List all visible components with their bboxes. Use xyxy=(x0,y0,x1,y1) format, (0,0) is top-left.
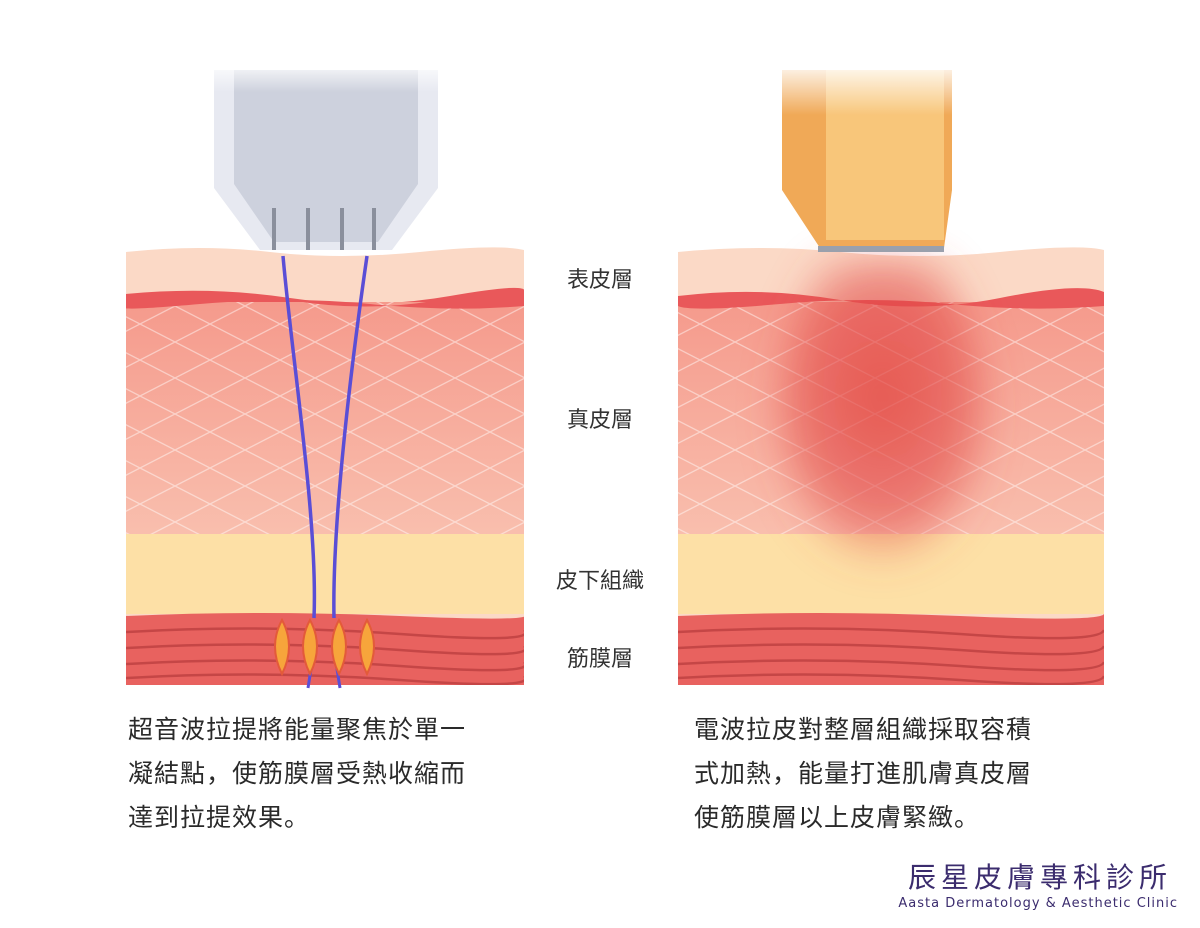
fascia-layer xyxy=(678,613,1104,685)
caption-line: 達到拉提效果。 xyxy=(128,803,311,832)
caption-line: 超音波拉提將能量聚焦於單一 xyxy=(128,715,467,744)
radiofrequency-device xyxy=(776,60,960,252)
label-dermis: 真皮層 xyxy=(566,408,633,433)
caption-line: 式加熱，能量打進肌膚真皮層 xyxy=(694,759,1033,788)
fascia-stripe xyxy=(126,627,524,640)
dermis-top-wave xyxy=(126,288,524,309)
skin-panel-right xyxy=(678,247,1104,685)
fascia-stripe xyxy=(678,643,1104,656)
fascia-stripe xyxy=(126,643,524,656)
label-fascia: 筋膜層 xyxy=(566,647,633,672)
dermis-crosshatch xyxy=(126,302,524,538)
ultrasound-beam xyxy=(332,255,369,619)
ultrasound-beam xyxy=(281,255,317,619)
fascia-stripe xyxy=(678,673,1104,685)
fascia-stripe xyxy=(126,673,524,685)
focal-point xyxy=(359,617,375,677)
fascia-stripe xyxy=(678,627,1104,640)
caption-left: 超音波拉提將能量聚焦於單一 凝結點，使筋膜層受熱收縮而 達到拉提效果。 xyxy=(128,708,466,840)
clinic-english-name: Aasta Dermatology & Aesthetic Clinic xyxy=(898,896,1178,911)
dermis-top-wave xyxy=(678,288,1104,309)
clinic-logo-name: 辰星皮膚專科診所 xyxy=(907,861,1172,894)
caption-line: 凝結點，使筋膜層受熱收縮而 xyxy=(128,759,467,788)
focal-point xyxy=(274,617,290,677)
caption-line: 電波拉皮對整層組織採取容積 xyxy=(694,715,1033,744)
heat-zone xyxy=(773,258,992,570)
subcutaneous-layer xyxy=(126,534,524,614)
fascia-stripe xyxy=(678,659,1104,672)
focal-point xyxy=(302,617,318,677)
focal-points xyxy=(274,617,375,677)
caption-right: 電波拉皮對整層組織採取容積 式加熱，能量打進肌膚真皮層 使筋膜層以上皮膚緊緻。 xyxy=(694,708,1032,840)
ultrasound-device xyxy=(214,60,438,250)
skin-panel-left xyxy=(126,247,524,685)
label-epidermis: 表皮層 xyxy=(566,268,633,293)
label-subcutaneous: 皮下組織 xyxy=(555,569,644,594)
caption-line: 使筋膜層以上皮膚緊緻。 xyxy=(694,803,981,832)
focal-point xyxy=(331,617,347,677)
fascia-stripe xyxy=(126,659,524,672)
